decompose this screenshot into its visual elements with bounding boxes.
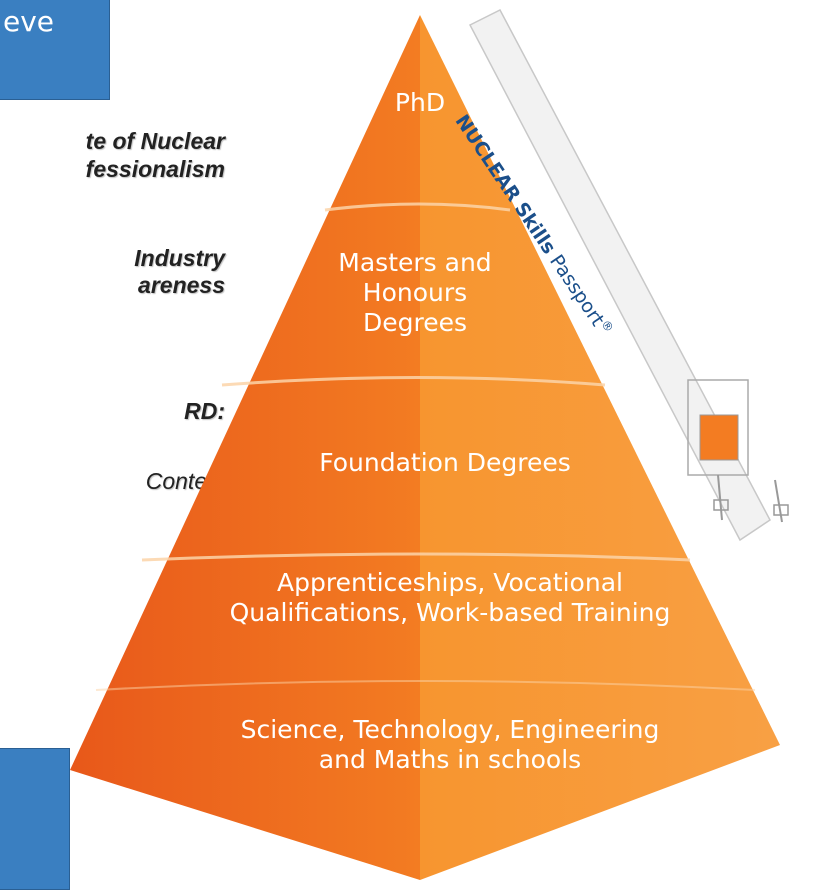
tier-divider-1 [324, 202, 511, 212]
tier-label-line: and Maths in schools [318, 745, 582, 774]
tier-label-line: PhD [394, 88, 446, 117]
passport-connector-1 [717, 474, 723, 521]
tier-label-stem: Science, Technology, Engineering and Mat… [130, 715, 770, 775]
passport-node-1 [713, 499, 729, 511]
tier-divider-3 [141, 552, 691, 562]
bottom-blue-box [0, 748, 70, 890]
tier-label-phd: PhD [370, 88, 470, 118]
tier-label-line: Apprenticeships, Vocational [277, 568, 623, 597]
tier-label-masters: Masters and Honours Degrees [300, 248, 530, 338]
tier-divider-2 [221, 376, 606, 387]
tier-label-line: Science, Technology, Engineering [240, 715, 660, 744]
passport-strip [468, 9, 771, 542]
tier-label-line: Masters and [338, 248, 492, 277]
pyramid-left-face [70, 15, 420, 880]
passport-orange-square [699, 414, 739, 461]
left-text-line-3: Industry [134, 245, 225, 271]
left-text-line-2: fessionalism [85, 156, 225, 182]
tier-label-line: Foundation Degrees [319, 448, 571, 477]
tier-label-line: Honours [362, 278, 468, 307]
top-box-text: eve [3, 5, 55, 38]
left-text-line-5: RD: [184, 398, 225, 424]
tier-divider-4 [95, 680, 756, 691]
tier-label-foundation: Foundation Degrees [240, 448, 650, 478]
tier-label-line: Degrees [362, 308, 468, 337]
left-text-line-4: areness [138, 272, 225, 298]
passport-node-2 [773, 504, 789, 516]
left-text-line-1: te of Nuclear [85, 128, 225, 154]
top-blue-box: eve [0, 0, 110, 100]
pyramid-right-face [420, 15, 780, 880]
tier-label-apprenticeships: Apprenticeships, Vocational Qualificatio… [145, 568, 755, 628]
tier-label-line: Qualifications, Work-based Training [229, 598, 671, 627]
